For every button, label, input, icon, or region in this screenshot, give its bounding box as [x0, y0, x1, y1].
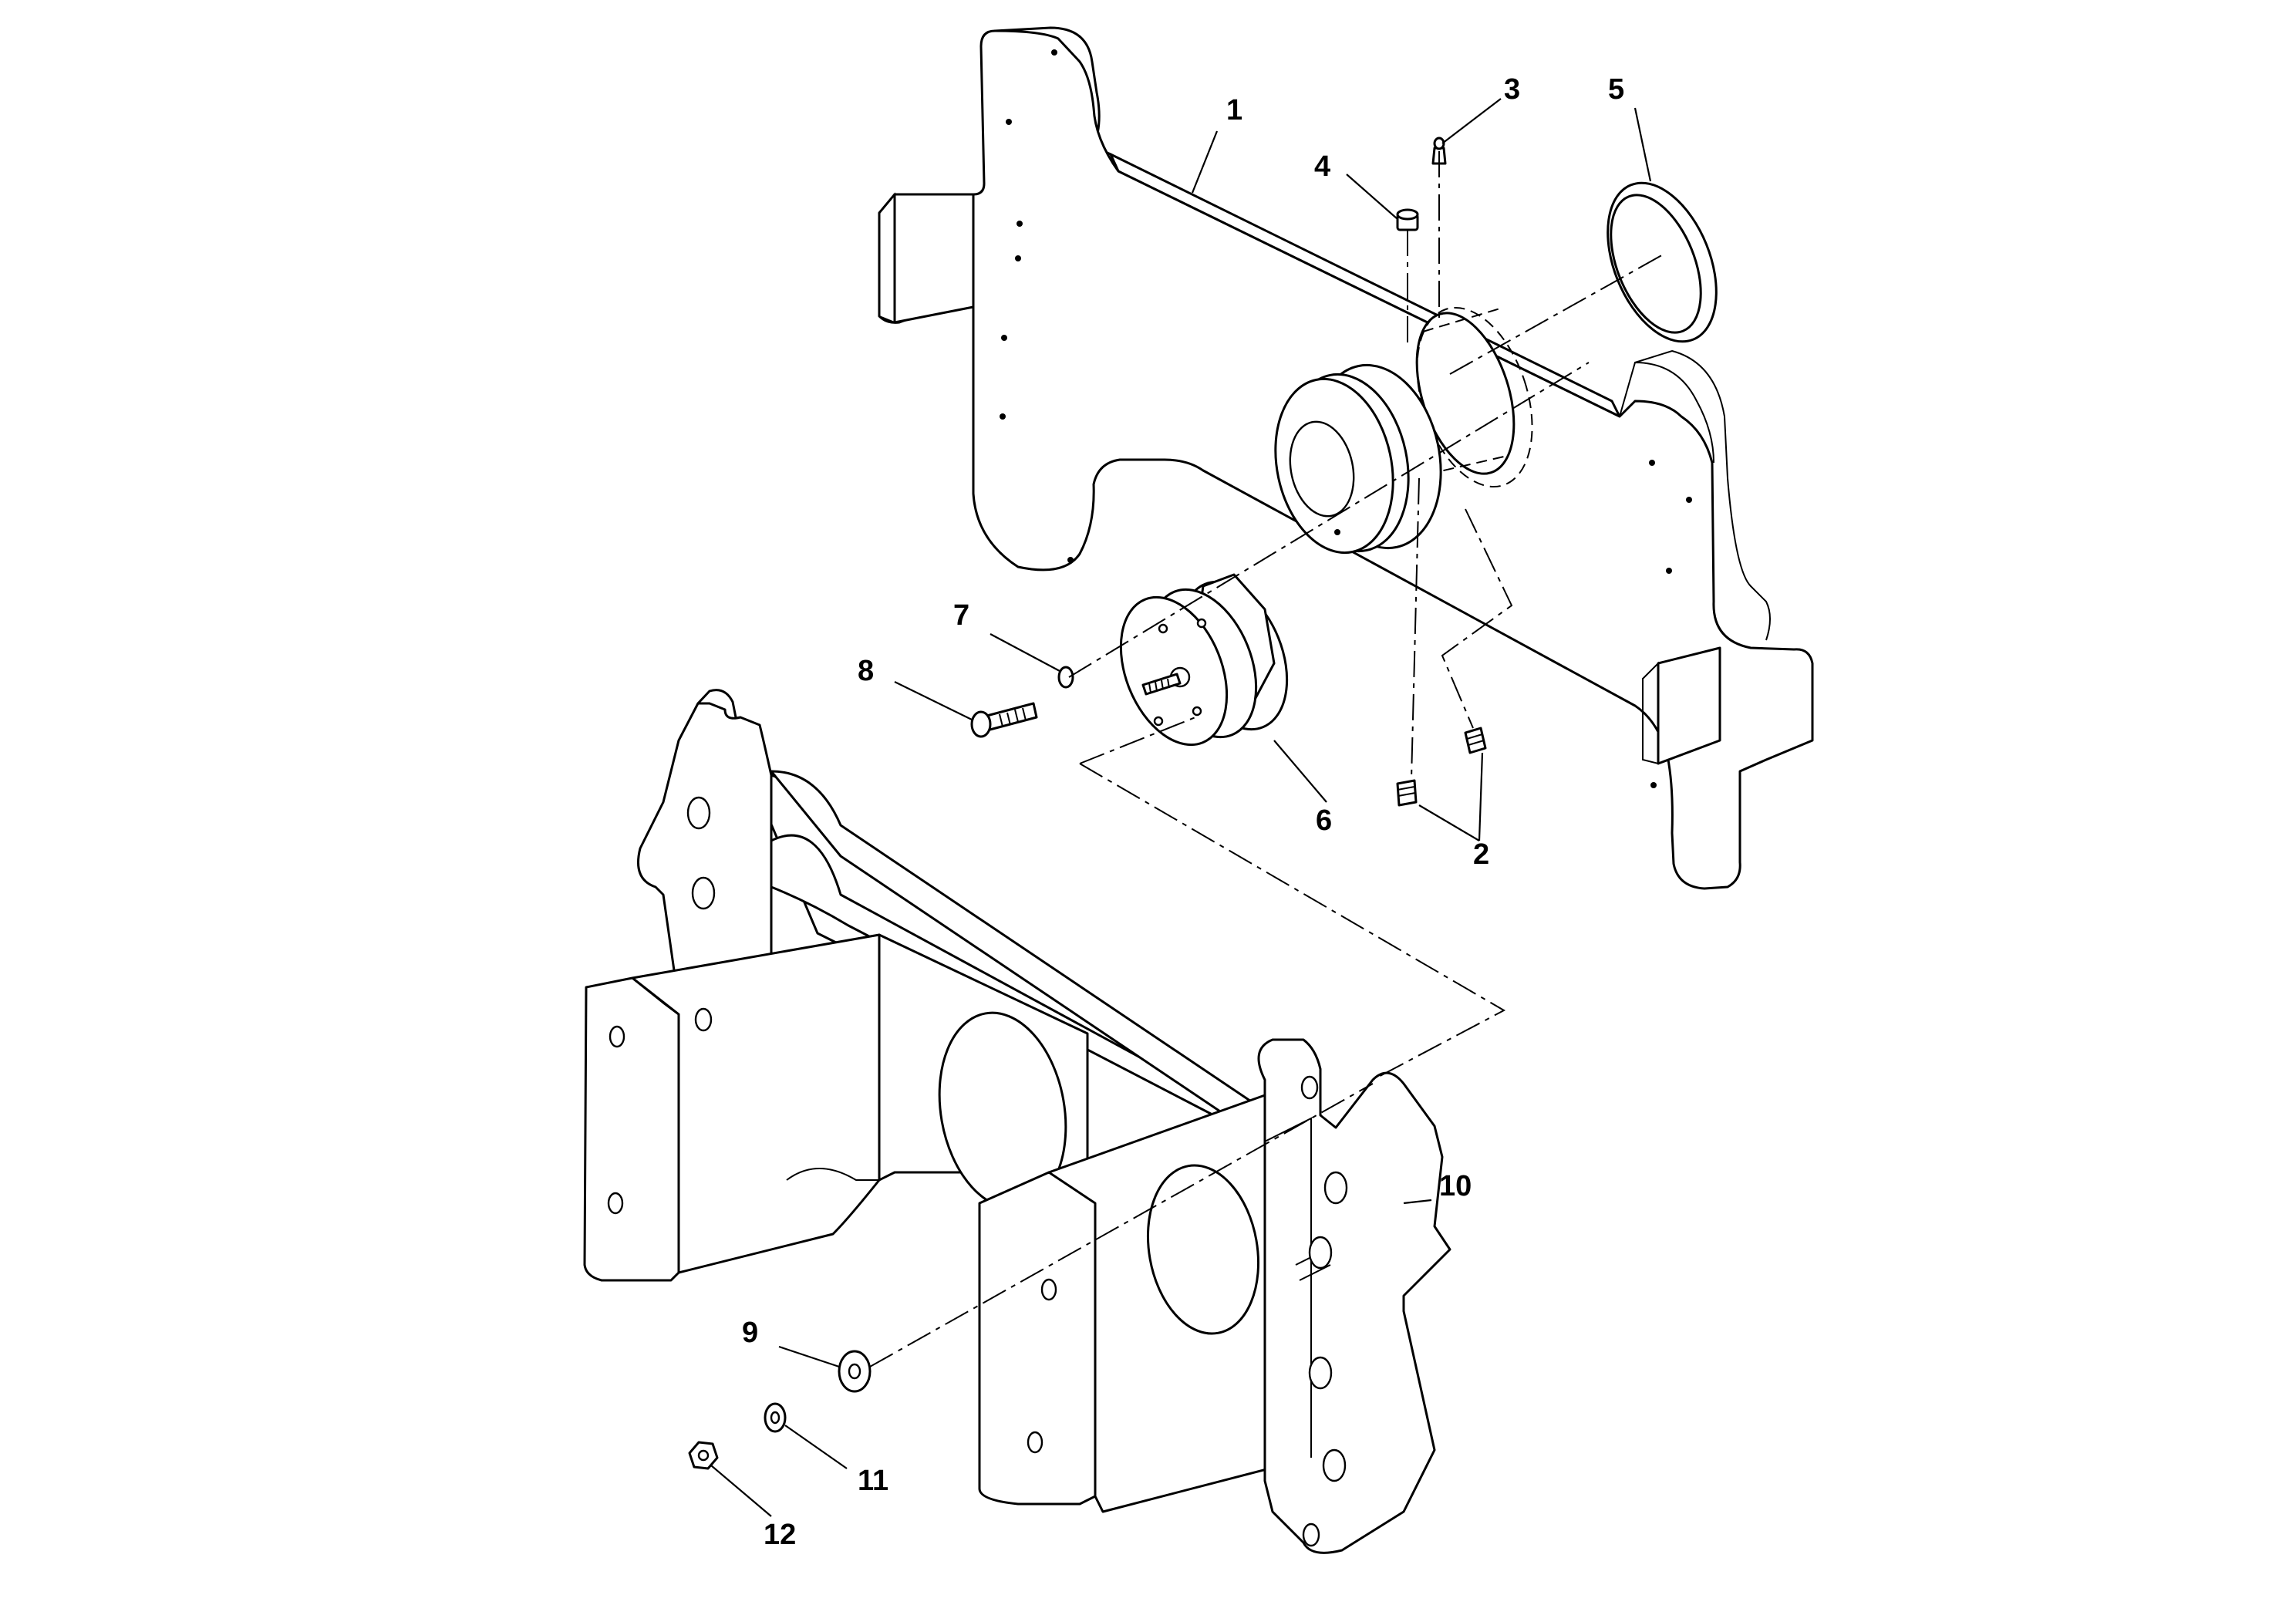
flat-washer — [764, 1402, 787, 1433]
callout-3: 3 — [1504, 73, 1520, 106]
callout-11: 11 — [858, 1465, 888, 1497]
hex-nut — [688, 1441, 719, 1470]
cap-screw — [970, 702, 1038, 738]
set-screws — [1396, 727, 1487, 807]
flat-washer-large — [838, 1350, 872, 1393]
callout-5: 5 — [1608, 73, 1624, 106]
callout-2: 2 — [1473, 838, 1489, 871]
callout-9: 9 — [742, 1317, 758, 1349]
callout-10: 10 — [1439, 1170, 1472, 1202]
callout-1: 1 — [1226, 94, 1242, 126]
leader-lines — [710, 98, 1652, 1517]
frame-bracket — [583, 689, 1451, 1554]
callout-6: 6 — [1316, 804, 1332, 837]
callout-4: 4 — [1314, 150, 1330, 183]
lock-washer — [1057, 666, 1074, 689]
callout-labels: 1 2 3 4 5 6 7 8 9 10 11 12 — [742, 73, 1624, 1551]
callout-7: 7 — [953, 599, 969, 632]
assembly-centerlines — [869, 151, 1667, 1367]
hub-motor — [1119, 573, 1289, 747]
bushing — [1274, 363, 1442, 555]
seal-ring — [1607, 181, 1718, 343]
callout-8: 8 — [858, 655, 874, 687]
plug — [1396, 208, 1419, 231]
callout-12: 12 — [764, 1519, 796, 1551]
